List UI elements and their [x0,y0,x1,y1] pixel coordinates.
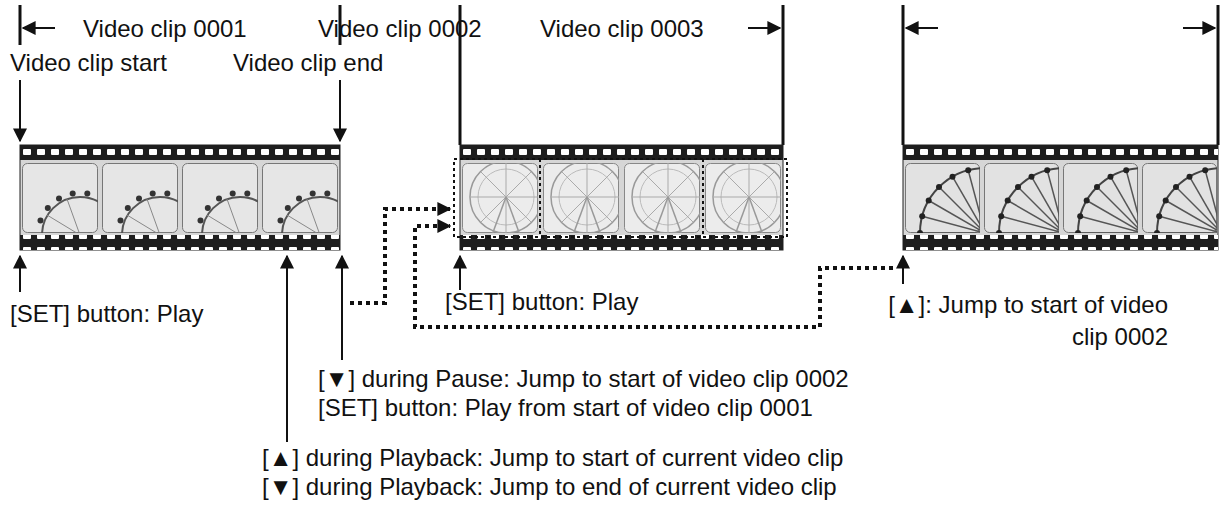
film-strip [20,145,358,273]
film-strip [454,145,787,250]
button-note: [▼] during Pause: Jump to start of video… [318,365,849,393]
button-note: [▼] during Playback: Jump to end of curr… [262,473,837,501]
range-bars [20,5,1218,145]
pointer-arrows [20,256,903,442]
button-note: [SET] button: Play from start of video c… [318,394,813,422]
clip-name: Video clip 0002 [318,15,482,43]
marker-arrows [20,80,340,141]
jump-paths [350,209,893,327]
marker-label: Video clip end [233,49,383,77]
clip-name: Video clip 0001 [83,15,247,43]
clip-name: Video clip 0003 [540,15,704,43]
marker-label: Video clip start [10,49,167,77]
button-note: [SET] button: Play [445,288,638,316]
button-note: [▲]: Jump to start of video clip 0002 [878,289,1168,353]
button-note: [SET] button: Play [10,300,203,328]
button-note: [▲] during Playback: Jump to start of cu… [262,444,843,472]
film-strip [903,145,1226,298]
